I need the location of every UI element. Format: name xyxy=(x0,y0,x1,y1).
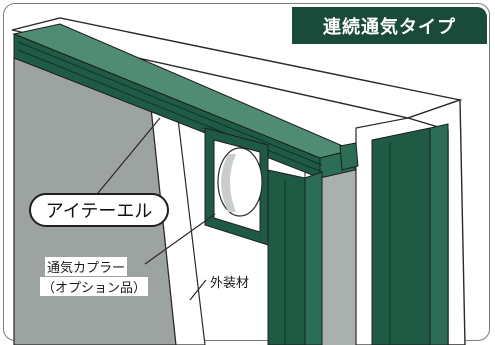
diagram-frame xyxy=(3,3,490,341)
siding-label: 外装材 xyxy=(208,272,252,291)
profile-end-cap xyxy=(339,142,359,171)
duct-shading xyxy=(221,154,236,212)
stud-center-front xyxy=(267,169,306,345)
coupler-label-line1: 通気カプラー xyxy=(45,257,128,276)
leader-aitee-l xyxy=(97,117,161,194)
gray-board-right xyxy=(322,160,356,345)
stud-center-side xyxy=(304,171,323,345)
stud-right-side xyxy=(429,123,449,345)
profile-groove-1 xyxy=(17,41,323,166)
stud-right-front xyxy=(371,127,431,345)
coupler-label-line2: （オプション品） xyxy=(40,277,149,296)
aitee-l-label: アイテーエル xyxy=(29,193,169,227)
leader-siding xyxy=(189,279,207,301)
title-badge: 連続通気タイプ xyxy=(292,7,487,44)
leader-coupler xyxy=(144,213,216,265)
profile-groove-2 xyxy=(17,49,323,173)
